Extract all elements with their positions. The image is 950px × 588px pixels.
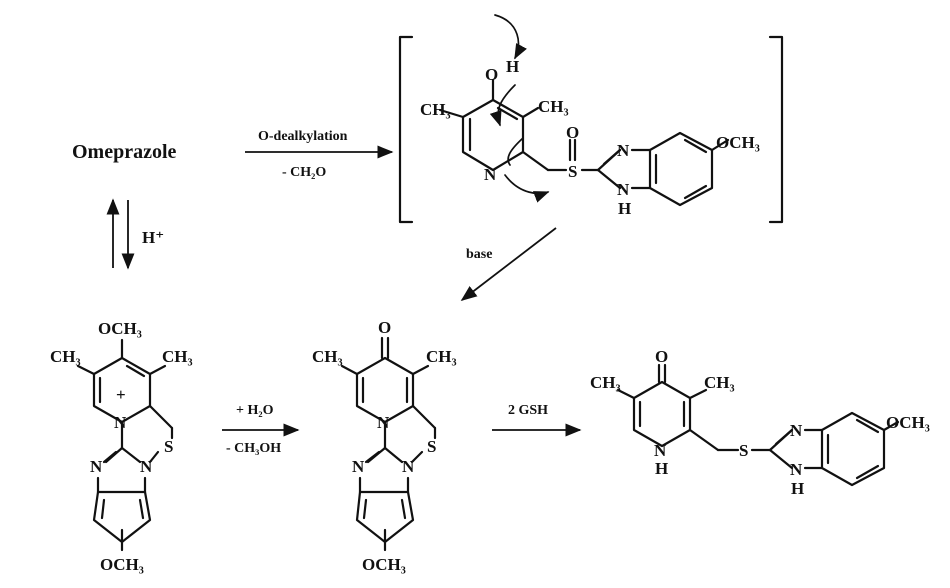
imidazole-h-label: H xyxy=(618,199,631,218)
pyridone-imidazole-n2: N xyxy=(402,457,415,476)
cyclic-sulfenamide-pyridone: O CH₃ CH₃ N S N N OCH₃ xyxy=(312,318,457,574)
sulfoxide-s-label: S xyxy=(568,162,577,181)
right-bracket xyxy=(768,35,784,224)
pyridone-o: O xyxy=(378,318,391,337)
o-dealkylation-step: O-dealkylation - CH₂O xyxy=(245,129,394,180)
h-plus-label: H⁺ xyxy=(142,228,164,247)
gsh-step: 2 GSH xyxy=(492,403,582,437)
plus-h2o-label: + H₂O xyxy=(236,403,274,418)
product-ch3-left: CH₃ xyxy=(590,373,621,392)
methoxy-label: OCH₃ xyxy=(716,133,760,152)
cyclic-sulfenamide-cation: OCH₃ CH₃ CH₃ + N S N N OCH₃ xyxy=(50,319,193,574)
hydrolysis-step: + H₂O - CH₃OH xyxy=(222,403,300,456)
cation-imidazole-n2: N xyxy=(140,457,153,476)
hydroxyl-h-label: H xyxy=(506,57,519,76)
cation-pyridinium-n: N xyxy=(114,413,127,432)
cation-ch3-right: CH₃ xyxy=(162,347,193,366)
minus-ch2o-label: - CH₂O xyxy=(282,165,326,180)
pyridone-s: S xyxy=(427,437,436,456)
pyridone-ch3-right: CH₃ xyxy=(426,347,457,366)
product-och3: OCH₃ xyxy=(886,413,930,432)
base-step: base xyxy=(460,227,557,301)
cation-och3-top: OCH₃ xyxy=(98,319,142,338)
acid-equilibrium-step: H⁺ xyxy=(106,198,164,270)
omeprazole-label: Omeprazole xyxy=(72,141,177,163)
cation-s: S xyxy=(164,437,173,456)
base-label: base xyxy=(466,247,492,262)
intermediate-bracketed: O H CH₃ CH₃ N O S N N H OCH₃ xyxy=(398,14,784,224)
imidazole-nh-label: N xyxy=(617,180,630,199)
ch3-right-label: CH₃ xyxy=(538,97,569,116)
left-bracket xyxy=(398,35,414,224)
product-imidazole-nh: N xyxy=(790,460,803,479)
product-imidazole-h: H xyxy=(791,479,804,498)
product-ch3-right: CH₃ xyxy=(704,373,735,392)
ch3-left-label: CH₃ xyxy=(420,100,451,119)
gsh-label: 2 GSH xyxy=(508,403,548,418)
pyridone-sulfide-product: O CH₃ CH₃ N H S N N H OCH₃ xyxy=(590,347,930,498)
cation-imidazole-n1: N xyxy=(90,457,103,476)
minus-ch3oh-label: - CH₃OH xyxy=(226,441,281,456)
imidazole-n-label: N xyxy=(617,141,630,160)
product-pyridone-h: H xyxy=(655,459,668,478)
pyridone-ch3-left: CH₃ xyxy=(312,347,343,366)
sulfoxide-o-label: O xyxy=(566,123,579,142)
cation-plus: + xyxy=(116,385,126,404)
pyridone-och3-bottom: OCH₃ xyxy=(362,555,406,574)
cation-ch3-left: CH₃ xyxy=(50,347,81,366)
o-dealkylation-label: O-dealkylation xyxy=(258,129,348,144)
product-o: O xyxy=(655,347,668,366)
cation-och3-bottom: OCH₃ xyxy=(100,555,144,574)
product-s: S xyxy=(739,441,748,460)
hydroxyl-o-label: O xyxy=(485,65,498,84)
pyridine-n-label: N xyxy=(484,165,497,184)
product-pyridone-n: N xyxy=(654,441,667,460)
product-imidazole-n: N xyxy=(790,421,803,440)
pyridone-n: N xyxy=(377,413,390,432)
pyridone-imidazole-n1: N xyxy=(352,457,365,476)
